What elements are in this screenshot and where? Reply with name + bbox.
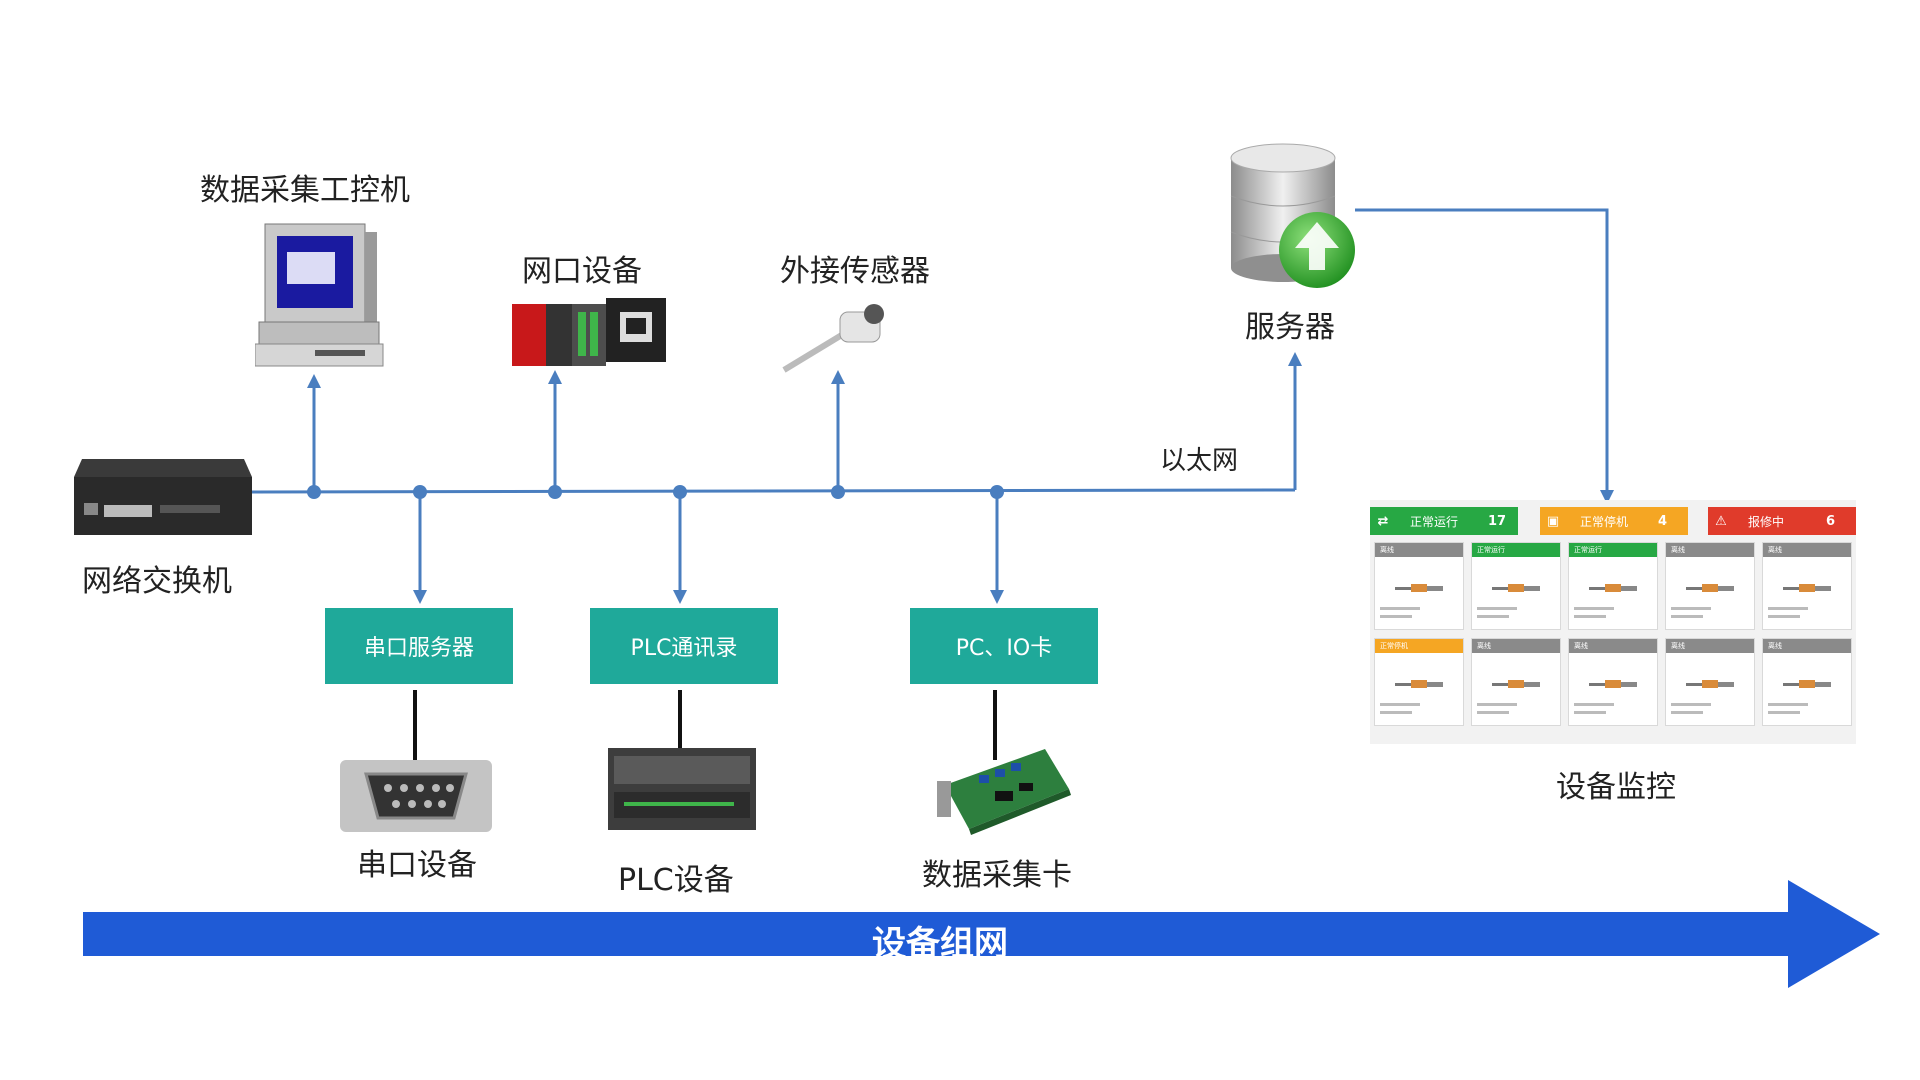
banner-title: 设备组网 bbox=[872, 923, 1008, 964]
machine-card-status: 离线 bbox=[1375, 543, 1463, 557]
machine-card-status: 正常运行 bbox=[1569, 543, 1657, 557]
plc-device-icon bbox=[608, 748, 756, 830]
machine-card[interactable]: 离线 bbox=[1665, 638, 1755, 726]
net-device-label: 网口设备 bbox=[522, 254, 642, 289]
stat-stopped: ▣ 正常停机 4 bbox=[1540, 507, 1688, 535]
machine-card[interactable]: 正常运行 bbox=[1471, 542, 1561, 630]
machine-card-line bbox=[1380, 711, 1412, 714]
machine-card[interactable]: 离线 bbox=[1665, 542, 1755, 630]
machine-card-line bbox=[1574, 703, 1614, 706]
machine-card-status: 正常停机 bbox=[1375, 639, 1463, 653]
stat-repair: ⚠ 报修中 6 bbox=[1708, 507, 1856, 535]
machine-icon bbox=[1783, 675, 1833, 688]
stat-running-count: 17 bbox=[1488, 513, 1507, 529]
network-switch-icon bbox=[74, 459, 252, 535]
switch-label: 网络交换机 bbox=[82, 564, 232, 599]
machine-card-line bbox=[1768, 615, 1800, 618]
sensor-label: 外接传感器 bbox=[780, 254, 930, 289]
machine-card-line bbox=[1477, 615, 1509, 618]
machine-card[interactable]: 离线 bbox=[1471, 638, 1561, 726]
machine-card-status: 离线 bbox=[1666, 639, 1754, 653]
ethernet-bus bbox=[251, 488, 1296, 494]
machine-card-status: 离线 bbox=[1763, 639, 1851, 653]
pc-io-box: PC、IO卡 bbox=[910, 608, 1098, 684]
stat-repair-label: 报修中 bbox=[1748, 514, 1785, 529]
stat-running-label: 正常运行 bbox=[1410, 514, 1459, 529]
machine-card-line bbox=[1671, 607, 1711, 610]
machine-card-line bbox=[1768, 607, 1808, 610]
machine-card-line bbox=[1477, 703, 1517, 706]
ipc-label: 数据采集工控机 bbox=[200, 173, 410, 208]
machine-icon bbox=[1783, 579, 1833, 592]
stat-running: ⇄ 正常运行 17 bbox=[1370, 507, 1518, 535]
machine-card-status: 离线 bbox=[1569, 639, 1657, 653]
machine-card[interactable]: 正常运行 bbox=[1568, 542, 1658, 630]
stat-stopped-count: 4 bbox=[1658, 513, 1668, 529]
machine-card-line bbox=[1671, 711, 1703, 714]
industrial-pc-icon bbox=[255, 223, 384, 367]
banner-arrow bbox=[83, 880, 1880, 988]
machine-icon bbox=[1589, 579, 1639, 592]
server-database-icon bbox=[1230, 143, 1355, 288]
machine-card-line bbox=[1768, 711, 1800, 714]
serial-port-icon bbox=[340, 760, 492, 832]
daq-card-label: 数据采集卡 bbox=[922, 858, 1072, 893]
stop-icon: ▣ bbox=[1546, 513, 1560, 529]
machine-card[interactable]: 离线 bbox=[1568, 638, 1658, 726]
machine-card-line bbox=[1574, 607, 1614, 610]
machine-icon bbox=[1492, 675, 1542, 688]
machine-card-line bbox=[1380, 615, 1412, 618]
machine-card-line bbox=[1768, 703, 1808, 706]
machine-card-status: 离线 bbox=[1666, 543, 1754, 557]
machine-card-line bbox=[1380, 607, 1420, 610]
ethernet-label: 以太网 bbox=[1160, 446, 1239, 476]
running-icon: ⇄ bbox=[1377, 513, 1389, 529]
monitor-label: 设备监控 bbox=[1556, 770, 1676, 805]
machine-icon bbox=[1492, 579, 1542, 592]
plc-device-label: PLC设备 bbox=[618, 863, 734, 898]
machine-card[interactable]: 离线 bbox=[1762, 638, 1852, 726]
plc-comm-box: PLC通讯录 bbox=[590, 608, 778, 684]
network-device-icon bbox=[512, 298, 666, 366]
machine-card-line bbox=[1477, 711, 1509, 714]
machine-card-status: 离线 bbox=[1472, 639, 1560, 653]
server-label: 服务器 bbox=[1245, 310, 1335, 345]
machine-card[interactable]: 离线 bbox=[1762, 542, 1852, 630]
stat-stopped-label: 正常停机 bbox=[1580, 514, 1629, 529]
wire-monitor bbox=[1355, 208, 1609, 495]
machine-icon bbox=[1686, 675, 1736, 688]
machine-card-line bbox=[1574, 615, 1606, 618]
machine-icon bbox=[1395, 675, 1445, 688]
sensor-icon bbox=[782, 304, 884, 373]
machine-card-status: 正常运行 bbox=[1472, 543, 1560, 557]
serial-device-label: 串口设备 bbox=[357, 848, 477, 883]
machine-icon bbox=[1589, 675, 1639, 688]
machine-card[interactable]: 离线 bbox=[1374, 542, 1464, 630]
machine-icon bbox=[1395, 579, 1445, 592]
machine-card-line bbox=[1671, 615, 1703, 618]
machine-card[interactable]: 正常停机 bbox=[1374, 638, 1464, 726]
machine-card-status: 离线 bbox=[1763, 543, 1851, 557]
device-monitor-panel: ⇄ 正常运行 17 ▣ 正常停机 4 ⚠ 报修中 6 离线正常运行正常运行离线离… bbox=[1370, 500, 1856, 744]
machine-card-line bbox=[1477, 607, 1517, 610]
machine-card-line bbox=[1671, 703, 1711, 706]
stat-repair-count: 6 bbox=[1826, 513, 1836, 529]
warning-icon: ⚠ bbox=[1715, 513, 1727, 529]
machine-icon bbox=[1686, 579, 1736, 592]
daq-card-icon bbox=[937, 749, 1071, 835]
machine-card-line bbox=[1574, 711, 1606, 714]
serial-server-box: 串口服务器 bbox=[325, 608, 513, 684]
machine-card-line bbox=[1380, 703, 1420, 706]
